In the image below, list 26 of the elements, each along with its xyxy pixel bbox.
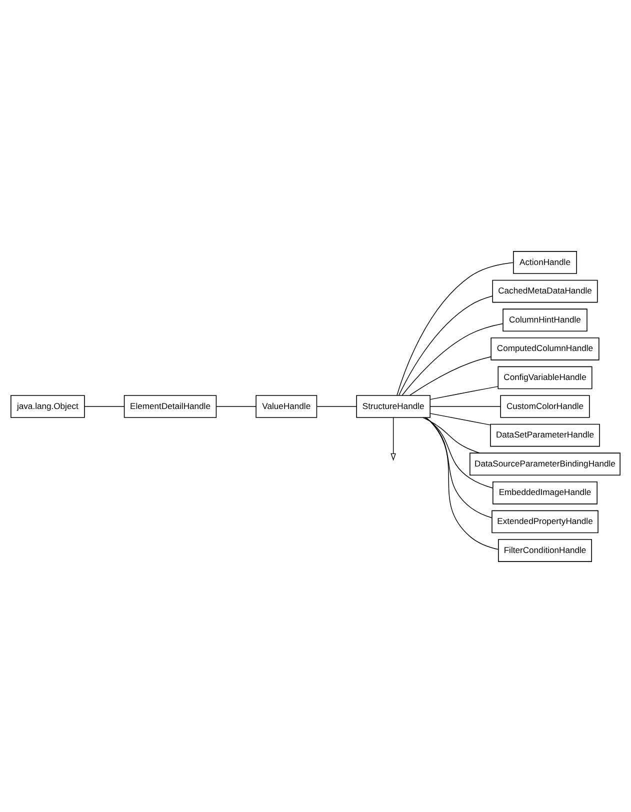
node-box: FilterConditionHandle: [498, 538, 592, 562]
arrow: [390, 416, 396, 460]
node-box: ComputedColumnHandle: [490, 336, 600, 360]
node-box: EmbeddedImageHandle: [492, 480, 598, 504]
connector: [398, 295, 493, 396]
connector: [396, 262, 514, 396]
connector: [425, 416, 492, 518]
connector: [409, 356, 492, 396]
node-box: CachedMetaDataHandle: [492, 279, 598, 302]
node-box: ConfigVariableHandle: [498, 366, 592, 389]
node-box: ExtendedPropertyHandle: [492, 510, 598, 533]
connector: [430, 412, 491, 425]
connector: [402, 322, 504, 396]
connector: [424, 416, 494, 488]
node-box: ElementDetailHandle: [124, 394, 217, 418]
node-box: CustomColorHandle: [500, 394, 590, 418]
connector: [430, 386, 498, 400]
node-box: ColumnHintHandle: [502, 308, 588, 332]
node-box: ActionHandle: [513, 250, 577, 274]
connector: [426, 416, 499, 550]
node-box: StructureHandle: [356, 394, 430, 418]
node-box: java.lang.Object: [10, 394, 85, 418]
node-box: DataSetParameterHandle: [490, 423, 600, 446]
connector: [422, 416, 480, 453]
node-box: ValueHandle: [256, 394, 318, 418]
node-box: DataSourceParameterBindingHandle: [470, 452, 620, 476]
